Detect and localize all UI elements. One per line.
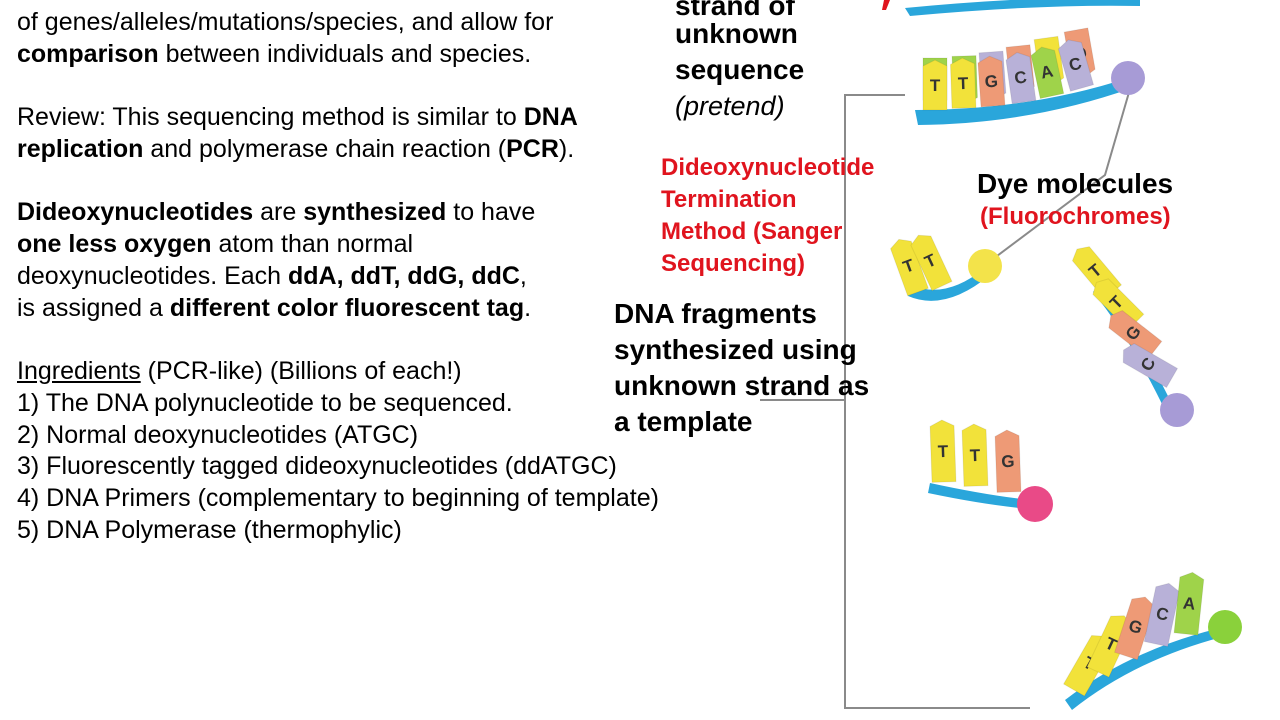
nucleotide-base: C: [1005, 51, 1037, 105]
base-letter: C: [1013, 67, 1028, 88]
base-letter: G: [1126, 616, 1144, 638]
nucleotide-base: T: [1092, 278, 1145, 331]
review-line: Review: This sequencing method is simila…: [17, 103, 578, 131]
base-letter: C: [1154, 604, 1170, 625]
method-title: Method (Sanger: [661, 218, 843, 245]
label-fluorochromes: (Fluorochromes): [980, 203, 1171, 230]
fragment-backbone: [908, 268, 990, 301]
base-letter: T: [937, 442, 949, 461]
base-letter: T: [930, 76, 941, 95]
template-backbone-top: [905, 0, 1140, 16]
nucleotide-base: T: [961, 423, 989, 487]
method-title: Dideoxynucleotide: [661, 154, 875, 181]
base-letter: G: [984, 72, 999, 92]
nucleotide-base: T: [949, 57, 977, 109]
nucleotide-base: A: [1030, 46, 1065, 100]
label-fragments: synthesized using: [614, 334, 857, 365]
ingredient-item: 2) Normal deoxynucleotides (ATGC): [17, 421, 419, 449]
nucleotide-base: T: [889, 238, 929, 297]
dideoxy-line: deoxynucleotides. Each ddA, ddT, ddG, dd…: [17, 262, 527, 290]
dye-molecule: [1017, 486, 1053, 522]
nucleotide-base: C: [1122, 342, 1179, 389]
fragment-backbone: [928, 483, 1030, 509]
intro-line: of genes/alleles/mutations/species, and …: [17, 8, 554, 36]
ingredient-item: 3) Fluorescently tagged dideoxynucleotid…: [17, 452, 617, 480]
base-letter: A: [1182, 594, 1196, 614]
dye-molecule: [1160, 393, 1194, 427]
label-fragments: unknown strand as: [614, 370, 870, 401]
base-letter: C: [1067, 54, 1084, 76]
label-strand: strand of: [675, 0, 795, 21]
ingredient-item: 5) DNA Polymerase (thermophylic): [17, 516, 402, 544]
label-unknown: unknown: [675, 18, 798, 49]
nucleotide-base: T: [910, 234, 953, 292]
nucleotide-base: C: [1057, 39, 1095, 92]
nucleotide-base: G: [1108, 309, 1163, 360]
label-sequence: sequence: [675, 54, 805, 85]
label-dye-molecules: Dye molecules: [977, 168, 1174, 199]
ingredients-heading: Ingredients (PCR-like) (Billions of each…: [17, 357, 462, 385]
base-letter: A: [1039, 61, 1055, 82]
bracket-lines: [760, 78, 1133, 709]
ingredient-item: 1) The DNA polynucleotide to be sequence…: [17, 389, 513, 417]
label-fragments: DNA fragments: [614, 298, 817, 329]
base-letter: T: [969, 446, 981, 465]
dye-molecule: [1208, 610, 1242, 644]
base-letter: G: [1001, 452, 1015, 471]
ingredient-item: 4) DNA Primers (complementary to beginni…: [17, 484, 659, 512]
nucleotide-base: A: [1173, 571, 1205, 636]
nucleotide-base: G: [994, 429, 1022, 493]
annotation-mark: [882, 0, 890, 10]
dye-molecule: [1111, 61, 1145, 95]
label-fragments: a template: [614, 406, 753, 437]
nucleotide-base: G: [1113, 596, 1156, 661]
dye-molecule: [968, 249, 1002, 283]
review-line: replication and polymerase chain reactio…: [17, 135, 575, 163]
dideoxy-line: Dideoxynucleotides are synthesized to ha…: [17, 198, 536, 226]
base-letter: T: [958, 74, 970, 93]
dideoxy-line: is assigned a different color fluorescen…: [17, 294, 532, 322]
nucleotide-base: C: [1143, 582, 1180, 648]
label-pretend: (pretend): [675, 91, 785, 121]
method-title: Termination: [661, 186, 797, 213]
nucleotide-base: T: [929, 419, 957, 483]
dideoxy-line: one less oxygen atom than normal: [17, 230, 414, 258]
template-backbone-bottom: [915, 78, 1132, 125]
fragment-backbone: [1065, 628, 1222, 710]
method-title: Sequencing): [661, 250, 806, 277]
nucleotide-base: G: [977, 55, 1006, 108]
intro-line: comparison between individuals and speci…: [17, 40, 532, 68]
nucleotide-base: T: [922, 59, 948, 111]
